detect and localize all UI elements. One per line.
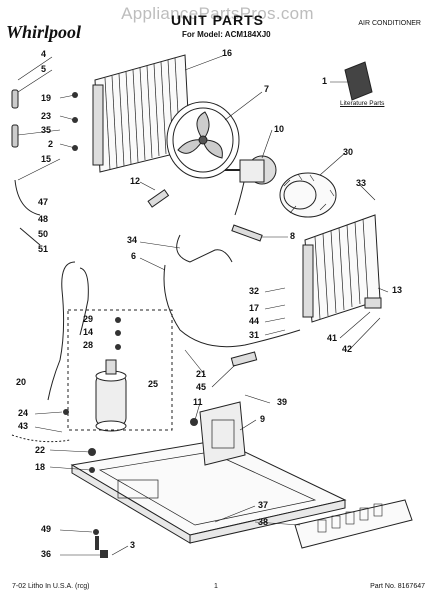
callout-39: 39 [277,397,288,407]
mounting-bracket [199,401,246,466]
callout-34: 34 [127,235,138,245]
callout-37: 37 [258,500,269,510]
callout-48: 48 [38,214,49,224]
callout-23: 23 [41,111,52,121]
callout-17: 17 [249,303,260,313]
callout-12: 12 [130,176,141,186]
callout-43: 43 [18,421,29,431]
callout-5: 5 [41,64,47,74]
discharge-tube [47,261,76,401]
callout-16: 16 [222,48,233,58]
callout-20: 20 [16,377,27,387]
literature-book [344,61,373,101]
footer-litho: 7-02 Litho In U.S.A. (rcg) [12,583,90,590]
fan-motor [225,155,277,216]
callout-29: 29 [83,314,94,324]
callout-28: 28 [83,340,94,350]
footer-page-number: 1 [214,583,218,590]
footer-part-number: Part No. 8167647 [370,583,425,590]
callout-6: 6 [131,251,137,261]
callout-35: 35 [41,125,52,135]
callout-1: 1 [322,76,328,86]
callout-9: 9 [260,414,266,424]
callout-8: 8 [290,231,296,241]
capillary-tube [163,264,301,348]
callout-33: 33 [356,178,367,188]
brand-logo: Whirlpool [6,22,82,42]
literature-parts-label: Literature Parts [340,100,385,107]
callout-21: 21 [196,369,207,379]
callout-14: 14 [83,327,94,337]
callout-10: 10 [274,124,285,134]
callout-3: 3 [130,540,136,550]
callout-51: 51 [38,244,49,254]
product-type: AIR CONDITIONER [358,20,421,27]
callout-44: 44 [249,316,260,326]
callout-32: 32 [249,286,260,296]
condenser-coil [92,54,191,173]
callout-7: 7 [264,84,270,94]
blower-wheel [279,172,337,218]
callout-49: 49 [41,524,52,534]
model-line: For Model: ACM184XJ0 [182,30,271,39]
callout-45: 45 [196,382,207,392]
page-title: UNIT PARTS [171,12,264,28]
callout-19: 19 [41,93,52,103]
base-pan [70,439,347,544]
callout-22: 22 [35,445,46,455]
callout-41: 41 [327,333,338,343]
watermark: AppliancePartsPros.com [121,4,314,23]
callout-36: 36 [41,549,52,559]
callout-30: 30 [343,147,354,157]
callout-15: 15 [41,154,52,164]
callout-24: 24 [18,408,29,418]
callout-38: 38 [258,517,269,527]
callout-2: 2 [48,139,54,149]
tube-assembly [176,234,233,263]
front-grille-strip [294,499,413,549]
callout-13: 13 [392,285,403,295]
callout-11: 11 [193,397,203,407]
compressor [95,359,127,432]
callout-50: 50 [38,229,49,239]
callout-47: 47 [38,197,49,207]
callout-42: 42 [342,344,353,354]
callout-31: 31 [249,330,260,340]
callout-4: 4 [41,49,47,59]
callout-18: 18 [35,462,46,472]
callout-25: 25 [148,379,159,389]
fan-blade [166,101,240,179]
